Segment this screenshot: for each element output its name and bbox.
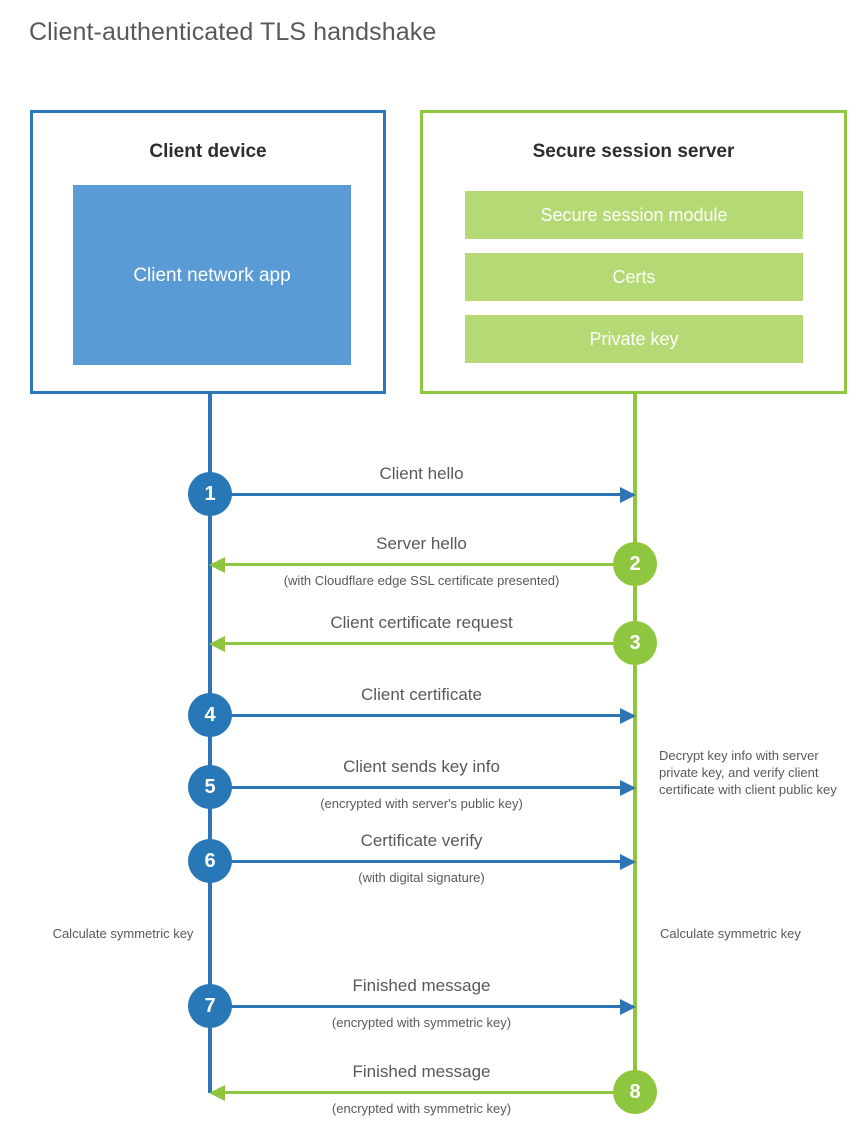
step-badge-5[interactable]: 5 <box>188 765 232 809</box>
arrowhead-5 <box>620 780 636 796</box>
lifeline-client <box>208 393 212 1093</box>
message-sublabel-2: (with Cloudflare edge SSL certificate pr… <box>283 573 560 588</box>
arrow-line-1 <box>210 493 633 496</box>
message-label-7: Finished message <box>352 976 491 995</box>
message-sublabel-5: (encrypted with server's public key) <box>320 796 523 811</box>
arrowhead-3 <box>209 636 225 652</box>
step-badge-2[interactable]: 2 <box>613 542 657 586</box>
arrow-line-2 <box>212 563 635 566</box>
server-block-certs: Certs <box>465 253 803 301</box>
arrow-line-3 <box>212 642 635 645</box>
note-server-decrypt: Decrypt key info with server private key… <box>659 748 837 797</box>
message-label-5: Client sends key info <box>343 757 500 776</box>
message-label-3: Client certificate request <box>330 613 513 632</box>
arrowhead-6 <box>620 854 636 870</box>
server-block-private-key: Private key <box>465 315 803 363</box>
arrow-line-8 <box>212 1091 635 1094</box>
message-label-2: Server hello <box>376 534 467 553</box>
step-badge-1[interactable]: 1 <box>188 472 232 516</box>
server-block-secure-session-module: Secure session module <box>465 191 803 239</box>
arrowhead-4 <box>620 708 636 724</box>
message-label-4: Client certificate <box>361 685 482 704</box>
lifeline-server <box>633 393 637 1093</box>
secure-session-server-title: Secure session server <box>532 141 735 162</box>
message-label-6: Certificate verify <box>360 831 483 850</box>
actor-box-client-device: Client device Client network app <box>30 110 386 394</box>
arrowhead-7 <box>620 999 636 1015</box>
arrowhead-2 <box>209 557 225 573</box>
actor-box-secure-session-server: Secure session server Secure session mod… <box>420 110 847 394</box>
message-sublabel-7: (encrypted with symmetric key) <box>331 1015 512 1030</box>
message-label-1: Client hello <box>379 464 464 483</box>
arrow-line-6 <box>210 860 633 863</box>
step-badge-7[interactable]: 7 <box>188 984 232 1028</box>
arrow-line-5 <box>210 786 633 789</box>
step-badge-8[interactable]: 8 <box>613 1070 657 1114</box>
arrowhead-1 <box>620 487 636 503</box>
step-badge-3[interactable]: 3 <box>613 621 657 665</box>
note-client-calculate-symmetric-key: Calculate symmetric key <box>52 926 194 941</box>
message-sublabel-6: (with digital signature) <box>358 870 485 885</box>
message-sublabel-8: (encrypted with symmetric key) <box>331 1101 512 1116</box>
step-badge-6[interactable]: 6 <box>188 839 232 883</box>
arrowhead-8 <box>209 1085 225 1101</box>
step-badge-4[interactable]: 4 <box>188 693 232 737</box>
arrow-line-7 <box>210 1005 633 1008</box>
arrow-line-4 <box>210 714 633 717</box>
message-label-8: Finished message <box>352 1062 491 1081</box>
client-device-title: Client device <box>149 141 267 162</box>
note-server-calculate-symmetric-key: Calculate symmetric key <box>660 926 801 941</box>
client-network-app-block: Client network app <box>73 185 351 365</box>
page-title: Client-authenticated TLS handshake <box>29 18 437 46</box>
